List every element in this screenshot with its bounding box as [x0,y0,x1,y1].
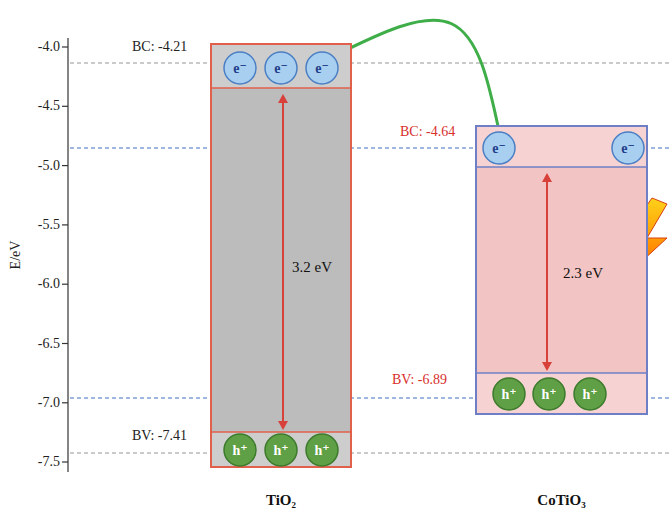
band-structure [477,127,646,413]
electron-circle: e⁻ [482,131,516,165]
electron-circle: e⁻ [264,51,298,85]
material-name: TiO₂ [212,492,350,509]
tick-label: -4.5 [38,98,60,114]
band-edge-label: BV: -7.41 [132,428,187,444]
hole-symbol: h⁺ [501,386,516,403]
tick-label: -6.0 [38,276,60,292]
hole-circle: h⁺ [532,377,566,411]
transfer-arrow [334,20,499,131]
electron-circle: e⁻ [305,51,339,85]
level-line [70,62,669,64]
electron-circle: e⁻ [611,131,645,165]
tick-label: -4.0 [38,39,60,55]
tick-label: -6.5 [38,336,60,352]
hole-circle: h⁺ [492,377,526,411]
hole-symbol: h⁺ [314,442,329,459]
energy-axis [62,38,68,472]
hole-circle: h⁺ [573,377,607,411]
electron-symbol: e⁻ [233,60,247,77]
tick-label: -7.0 [38,395,60,411]
gap-label: 3.2 eV [292,259,332,276]
level-line [70,452,669,454]
electron-symbol: e⁻ [274,60,288,77]
gap-arrow [546,179,548,365]
hole-symbol: h⁺ [582,386,597,403]
band-edge-label: BC: -4.21 [132,39,187,55]
hole-symbol: h⁺ [232,442,247,459]
electron-circle: e⁻ [223,51,257,85]
axis-title: E/eV [8,241,24,270]
hole-circle: h⁺ [223,433,257,467]
hole-circle: h⁺ [264,433,298,467]
tick-label: -5.0 [38,158,60,174]
gap-label: 2.3 eV [563,265,603,282]
electron-symbol: e⁻ [492,140,506,157]
electron-symbol: e⁻ [621,140,635,157]
band-edge-label: BV: -6.89 [392,372,447,388]
band-edge-label: BC: -4.64 [400,124,455,140]
hole-symbol: h⁺ [273,442,288,459]
band-box: 3.2 eVTiO₂e⁻e⁻e⁻h⁺h⁺h⁺ [210,43,352,468]
band-box: 2.3 eVCoTiO₃e⁻e⁻h⁺h⁺h⁺ [475,125,648,415]
tick-label: -5.5 [38,217,60,233]
band-structure [212,45,350,466]
hole-circle: h⁺ [305,433,339,467]
material-name: CoTiO₃ [477,492,646,509]
tick-label: -7.5 [38,454,60,470]
electron-symbol: e⁻ [315,60,329,77]
gap-arrow [282,100,284,424]
hole-symbol: h⁺ [541,386,556,403]
